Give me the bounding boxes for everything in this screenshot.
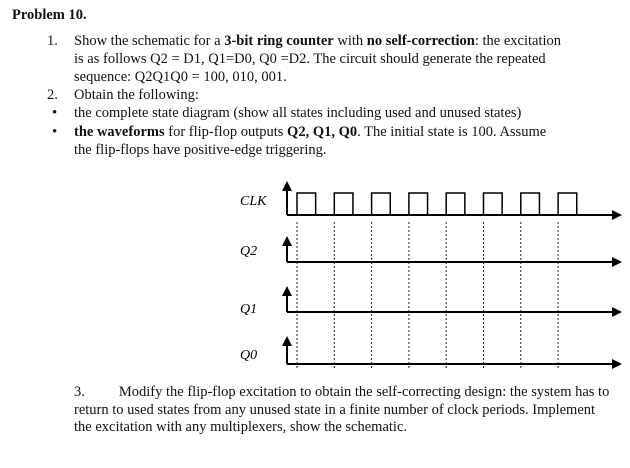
bullet-2-line-2: the flip-flops have positive-edge trigge… <box>74 142 327 158</box>
signal-label-q2: Q2 <box>240 244 257 259</box>
waveform-axes <box>282 181 622 369</box>
y-arrow-q2 <box>282 236 292 246</box>
time-arrow-q1 <box>612 307 622 317</box>
time-arrow-q0 <box>612 359 622 369</box>
item-1-number: 1. <box>47 33 58 49</box>
time-arrow-clk <box>612 210 622 220</box>
signal-label-clk: CLK <box>240 194 267 209</box>
item-3-number: 3. <box>74 384 85 400</box>
bullet-2-line-1: the waveforms for flip-flop outputs Q2, … <box>74 124 547 140</box>
signal-label-q1: Q1 <box>240 302 257 317</box>
problem-title: Problem 10. <box>12 7 87 23</box>
item-1-line-1: Show the schematic for a 3-bit ring coun… <box>74 33 561 49</box>
item-2-number: 2. <box>47 87 58 103</box>
item-1-line-3: sequence: Q2Q1Q0 = 100, 010, 001. <box>74 69 287 85</box>
y-arrow-q0 <box>282 336 292 346</box>
item-3-paragraph: 3.Modify the flip-flop excitation to obt… <box>74 384 614 437</box>
item-3-text: Modify the flip-flop excitation to obtai… <box>74 384 610 435</box>
bullet-1-text: the complete state diagram (show all sta… <box>74 105 522 121</box>
waveform-grid <box>296 222 559 368</box>
item-2-text: Obtain the following: <box>74 87 199 103</box>
clock-square-wave <box>287 192 596 216</box>
waveform-labels: CLK Q2Q1Q0 <box>240 194 267 363</box>
signal-label-q0: Q0 <box>240 348 257 363</box>
clock-waveform <box>287 192 596 216</box>
time-arrow-q2 <box>612 257 622 267</box>
bullet-dot-1: • <box>52 105 58 121</box>
y-arrow-q1 <box>282 286 292 296</box>
item-1-line-2: is as follows Q2 = D1, Q1=D0, Q0 =D2. Th… <box>74 51 546 67</box>
bullet-dot-2: • <box>52 124 58 140</box>
y-arrow-clk <box>282 181 292 191</box>
